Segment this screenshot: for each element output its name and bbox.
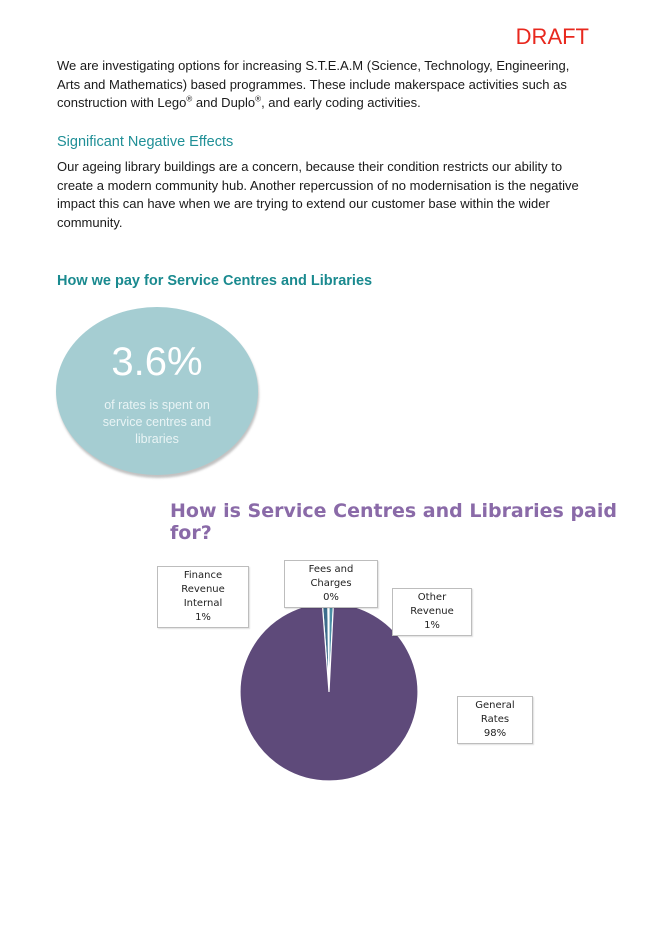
rates-caption: of rates is spent on service centres and…: [102, 398, 212, 446]
label-name: Other Revenue: [410, 592, 454, 617]
draft-watermark: DRAFT: [515, 24, 589, 49]
label-name: Fees and Charges: [308, 564, 354, 589]
negative-effects-heading: Significant Negative Effects: [57, 134, 234, 150]
intro-text-1: We are investigating options for increas…: [57, 58, 570, 110]
rates-percentage: 3.6%: [111, 340, 203, 384]
intro-text-2: and Duplo: [192, 95, 256, 110]
intro-text-3: , and early coding activities.: [261, 95, 421, 110]
registered-mark: ®: [186, 94, 193, 104]
label-value: 0%: [323, 592, 339, 603]
label-finance-revenue-internal: Finance Revenue Internal 1%: [157, 566, 249, 628]
registered-mark: ®: [255, 94, 262, 104]
rates-stat-circle: 3.6% of rates is spent on service centre…: [56, 307, 258, 475]
funding-heading: How we pay for Service Centres and Libra…: [57, 273, 373, 289]
intro-paragraph: We are investigating options for increas…: [57, 57, 587, 113]
label-value: 1%: [195, 612, 211, 623]
label-value: 98%: [483, 728, 507, 739]
chart-title: How is Service Centres and Libraries pai…: [170, 500, 617, 544]
negative-effects-paragraph: Our ageing library buildings are a conce…: [57, 159, 579, 230]
label-value: 1%: [424, 620, 440, 631]
label-other-revenue: Other Revenue 1%: [392, 588, 472, 636]
label-name: Finance Revenue Internal: [181, 570, 225, 609]
pie-slice-general-rates: [239, 602, 419, 782]
label-fees-and-charges: Fees and Charges 0%: [284, 560, 378, 608]
label-general-rates: General Rates 98%: [457, 696, 533, 744]
label-name: General Rates: [475, 700, 515, 725]
